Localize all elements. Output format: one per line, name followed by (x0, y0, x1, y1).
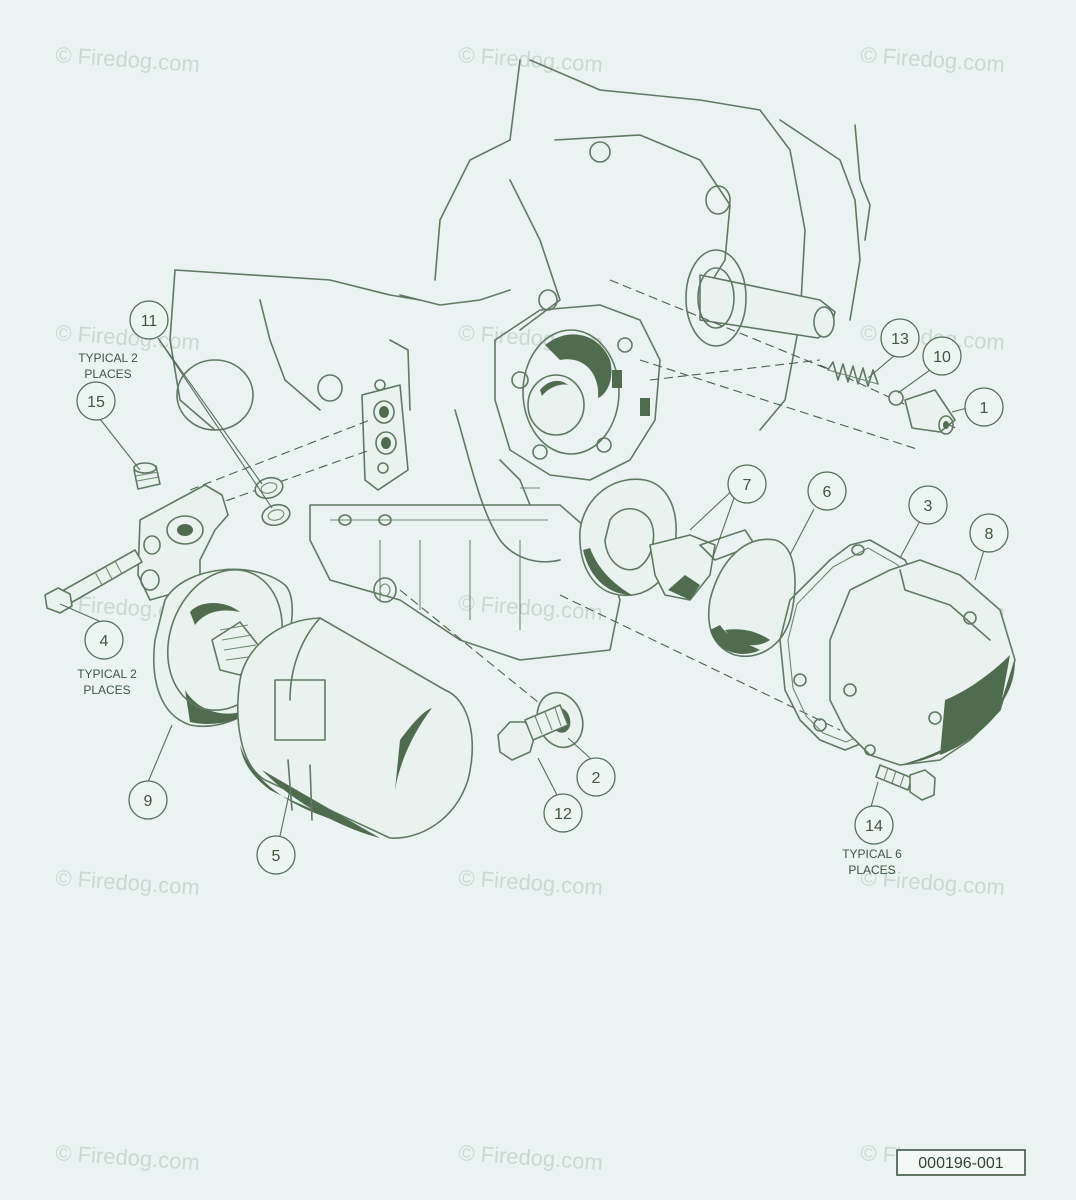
callout-10: 10 (922, 336, 962, 376)
callout-4: 4 (84, 620, 124, 660)
oil-pump-rotors (579, 478, 756, 601)
callout-number: 11 (141, 313, 158, 330)
callout-8: 8 (969, 513, 1009, 553)
callout-6: 6 (807, 471, 847, 511)
watermark: © Firedog.com (55, 42, 201, 77)
callout-number: 3 (924, 498, 933, 515)
watermark: © Firedog.com (458, 1140, 604, 1175)
callout-11: 11 (129, 300, 169, 340)
drain-bolt-washer (497, 691, 584, 761)
reference-number: 000196-001 (918, 1155, 1004, 1172)
callout-number: 1 (980, 400, 989, 417)
watermark: © Firedog.com (458, 590, 604, 625)
callout-15: 15 (76, 381, 116, 421)
callout-number: 9 (144, 793, 153, 810)
pump-cover-disc (708, 538, 796, 657)
cover-bolt (875, 764, 936, 801)
watermark: © Firedog.com (55, 1140, 201, 1175)
o-rings (254, 476, 291, 527)
callout-1: 1 (964, 387, 1004, 427)
relief-valve-parts (827, 361, 956, 435)
note-typical-2-top-line1: TYPICAL 2 (78, 351, 138, 365)
callout-14: 14 (854, 805, 894, 845)
callout-number: 13 (891, 331, 909, 348)
callout-number: 7 (743, 477, 752, 494)
callout-3: 3 (908, 485, 948, 525)
watermark: © Firedog.com (458, 865, 604, 900)
note-typical-2-left-line1: TYPICAL 2 (77, 667, 137, 681)
note-typical-2-left-line2: PLACES (83, 683, 130, 697)
callout-12: 12 (543, 793, 583, 833)
callout-number: 2 (592, 770, 601, 787)
pipe-plug (133, 462, 161, 490)
reference-number-box: 000196-001 (896, 1149, 1026, 1176)
watermark: © Firedog.com (55, 865, 201, 900)
callout-number: 6 (823, 484, 832, 501)
callout-13: 13 (880, 318, 920, 358)
callout-9: 9 (128, 780, 168, 820)
leader-lines (59, 337, 985, 837)
oil-filter (237, 617, 473, 839)
oil-filter-adapter (44, 484, 229, 614)
callout-number: 5 (272, 848, 281, 865)
oil-pump-cover (829, 559, 1016, 766)
callout-number: 4 (100, 633, 109, 650)
callout-number: 10 (933, 349, 951, 366)
callout-5: 5 (256, 835, 296, 875)
note-typical-2-top-line2: PLACES (84, 367, 131, 381)
callout-number: 8 (985, 526, 994, 543)
callout-7: 7 (727, 464, 767, 504)
note-typical-6-line1: TYPICAL 6 (842, 847, 902, 861)
callout-layer: 1 2 3 4 5 6 7 8 9 10 11 12 13 14 15 (76, 300, 1009, 875)
note-typical-6-line2: PLACES (848, 863, 895, 877)
callout-number: 14 (865, 818, 883, 835)
callout-number: 15 (87, 394, 105, 411)
quantity-notes: TYPICAL 2 PLACES TYPICAL 2 PLACES TYPICA… (77, 351, 902, 877)
callout-2: 2 (576, 757, 616, 797)
watermark: © Firedog.com (860, 42, 1006, 77)
callout-number: 12 (554, 806, 572, 823)
engine-crankcase (169, 59, 871, 661)
watermark: © Firedog.com (55, 320, 201, 355)
